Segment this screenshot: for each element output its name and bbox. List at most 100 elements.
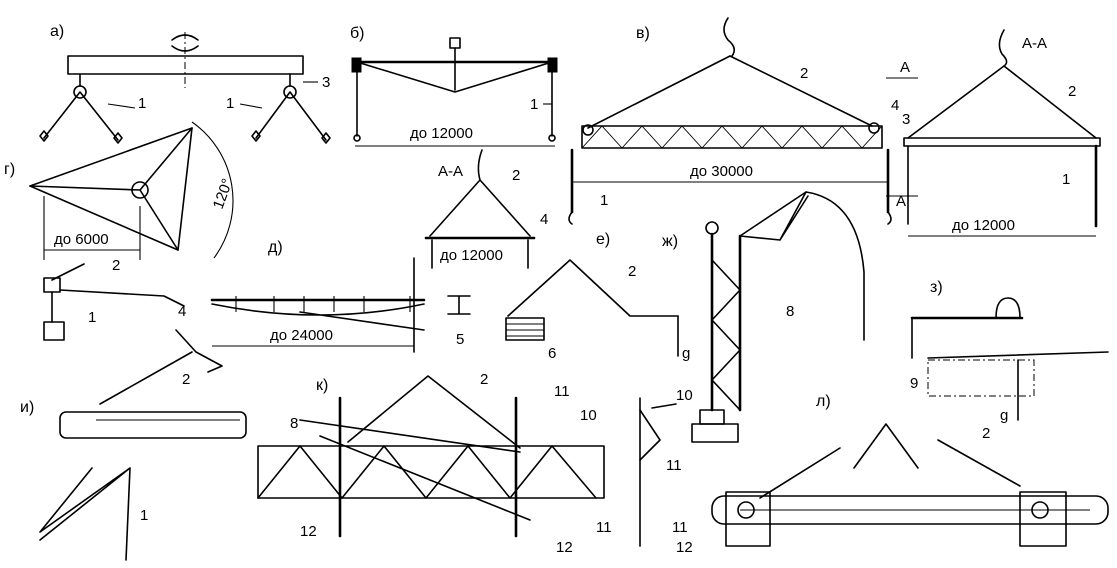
triangle-braces [29, 127, 193, 251]
panel-e-pack: е) 2 6 g [505, 231, 690, 362]
top-block [705, 221, 719, 235]
callout-2: 2 [182, 371, 190, 388]
hanger-hooks [568, 211, 892, 225]
truss-beam [581, 125, 883, 149]
callout-2: 2 [800, 65, 808, 82]
panel-g-triangle-traverse: г) 120° до 6000 2 1 4 [4, 121, 236, 341]
callout-4: 4 [540, 211, 548, 228]
top-hook-eye [171, 34, 199, 52]
callout-1: 1 [600, 192, 608, 209]
cut-mark-bottom: А [896, 193, 906, 210]
panel-v-truss-traverse-30000: в) 2 до 30000 1 4 3 А А [568, 17, 918, 225]
hoist-load [699, 409, 725, 425]
sling-2 [347, 375, 521, 449]
callout-1: 1 [1062, 171, 1070, 188]
truss-web [257, 445, 597, 499]
callout-2: 2 [112, 257, 120, 274]
mast-lacing [711, 259, 741, 411]
leader-1a [107, 103, 136, 109]
panel-b-label: б) [350, 25, 365, 42]
left-hook [353, 134, 361, 142]
arms [911, 317, 1109, 359]
beam-ticks [235, 296, 411, 312]
cut-mark-top: А [900, 59, 910, 76]
panel-z-balancer: з) 9 g [910, 279, 1109, 424]
braces-8 [299, 419, 531, 521]
callout-12: 12 [676, 539, 693, 556]
callout-1: 1 [88, 309, 96, 326]
pulley-left [73, 85, 87, 99]
panel-zh-label: ж) [662, 233, 678, 250]
arc [191, 121, 234, 259]
panel-d-beam-24000: д) до 24000 5 [210, 239, 471, 353]
truss [257, 445, 605, 499]
lower-chord-v [356, 61, 553, 93]
top-hook [449, 37, 461, 49]
beam [711, 495, 1109, 525]
section-title: А-А [438, 163, 463, 180]
g-span-dimension: до 6000 [54, 231, 109, 248]
v-span-dimension: до 30000 [690, 163, 753, 180]
v-section-dimension: до 12000 [952, 217, 1015, 234]
sling-hooks [39, 130, 331, 144]
g-section-dimension: до 12000 [440, 247, 503, 264]
load-lines [506, 323, 544, 337]
section-hook [477, 149, 483, 181]
section-sling [907, 65, 1097, 139]
top-hook [175, 329, 223, 373]
pipe [59, 411, 247, 439]
panel-k-detail: 10 11 11 12 [639, 387, 693, 556]
panel-l-label: л) [816, 393, 831, 410]
right-hook [548, 134, 556, 142]
right-block [547, 57, 558, 73]
slings-2 [759, 439, 1021, 499]
sling-2 [99, 351, 193, 405]
lugs [725, 491, 1067, 547]
panel-b-traverse-12000: б) до 12000 1 [350, 25, 558, 147]
callout-1: 1 [226, 95, 234, 112]
section-beam [903, 137, 1101, 147]
callout-12: 12 [300, 523, 317, 540]
panel-e-label: е) [596, 231, 610, 248]
sling-2 [587, 55, 873, 129]
lug-left-hole [737, 501, 755, 519]
panel-a-label: а) [50, 23, 64, 40]
crane-hook [723, 17, 736, 57]
panel-a-traverse-two-slings: а) 1 1 3 [39, 23, 331, 144]
load-symbol: g [1000, 407, 1008, 424]
ground-load [691, 423, 739, 443]
callout-3: 3 [322, 74, 330, 91]
callout-8: 8 [786, 303, 794, 320]
panel-i-label: и) [20, 399, 34, 416]
callout-3: 3 [902, 111, 910, 128]
callout-11: 11 [596, 519, 612, 536]
load-box [43, 321, 65, 341]
leader-1b [239, 103, 263, 109]
left-block [351, 57, 362, 73]
callout-9: 9 [910, 375, 918, 392]
b-span-dimension: до 12000 [410, 125, 473, 142]
sling-2 [507, 259, 679, 317]
callout-2: 2 [480, 371, 488, 388]
lug-right-hole [1031, 501, 1049, 519]
triangle-frame [29, 127, 193, 251]
top-hook [853, 423, 919, 469]
stacked-load [505, 317, 545, 341]
callout-12: 12 [556, 539, 573, 556]
callout-1: 1 [138, 95, 146, 112]
callout-2: 2 [982, 425, 990, 442]
center-hub [131, 181, 149, 199]
stand [39, 467, 131, 561]
panel-k-label: к) [316, 377, 328, 394]
hook-eye [995, 297, 1021, 319]
callout-2: 2 [1068, 83, 1076, 100]
callout-4: 4 [891, 97, 899, 114]
slings-5 [211, 303, 425, 331]
boom-cable [805, 191, 865, 341]
sling-right [255, 91, 327, 141]
callout-1: 1 [530, 96, 538, 113]
load-symbol: g [682, 345, 690, 362]
callout-5: 5 [456, 331, 464, 348]
